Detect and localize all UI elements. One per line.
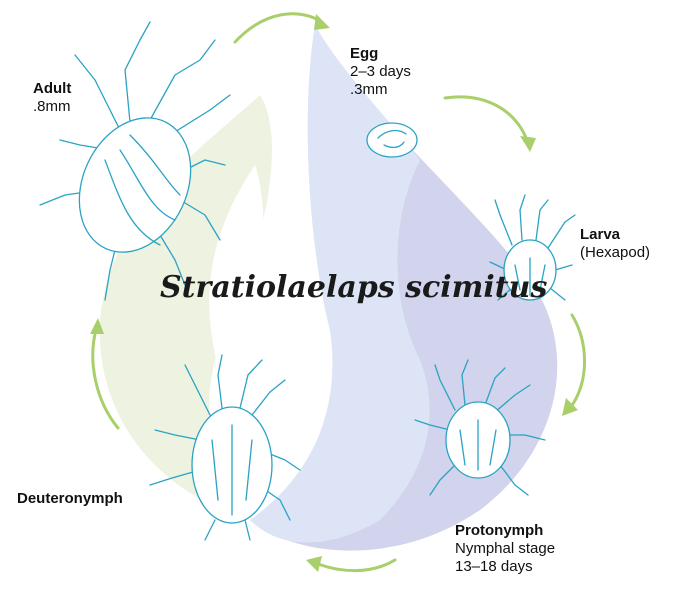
larva-name: Larva — [580, 226, 650, 244]
larva-note: (Hexapod) — [580, 244, 650, 262]
adult-size: .8mm — [33, 98, 71, 116]
egg-size: .3mm — [350, 81, 411, 99]
arrow-egg-to-larva — [445, 97, 536, 152]
egg-illustration — [367, 123, 417, 157]
egg-duration: 2–3 days — [350, 63, 411, 81]
egg-label: Egg 2–3 days .3mm — [350, 45, 411, 99]
deuteronymph-label: Deuteronymph — [17, 490, 123, 508]
protonymph-duration: 13–18 days — [455, 558, 555, 576]
deuteronymph-name: Deuteronymph — [17, 490, 123, 508]
egg-name: Egg — [350, 45, 411, 63]
protonymph-name: Protonymph — [455, 522, 555, 540]
protonymph-stage: Nymphal stage — [455, 540, 555, 558]
protonymph-label: Protonymph Nymphal stage 13–18 days — [455, 522, 555, 576]
species-title: Stratiolaelaps scimitus — [160, 270, 547, 305]
adult-label: Adult .8mm — [33, 80, 71, 116]
arrow-larva-to-protonymph — [562, 315, 585, 416]
arrow-protonymph-to-deuteronymph — [306, 556, 395, 572]
adult-name: Adult — [33, 80, 71, 98]
larva-label: Larva (Hexapod) — [580, 226, 650, 262]
